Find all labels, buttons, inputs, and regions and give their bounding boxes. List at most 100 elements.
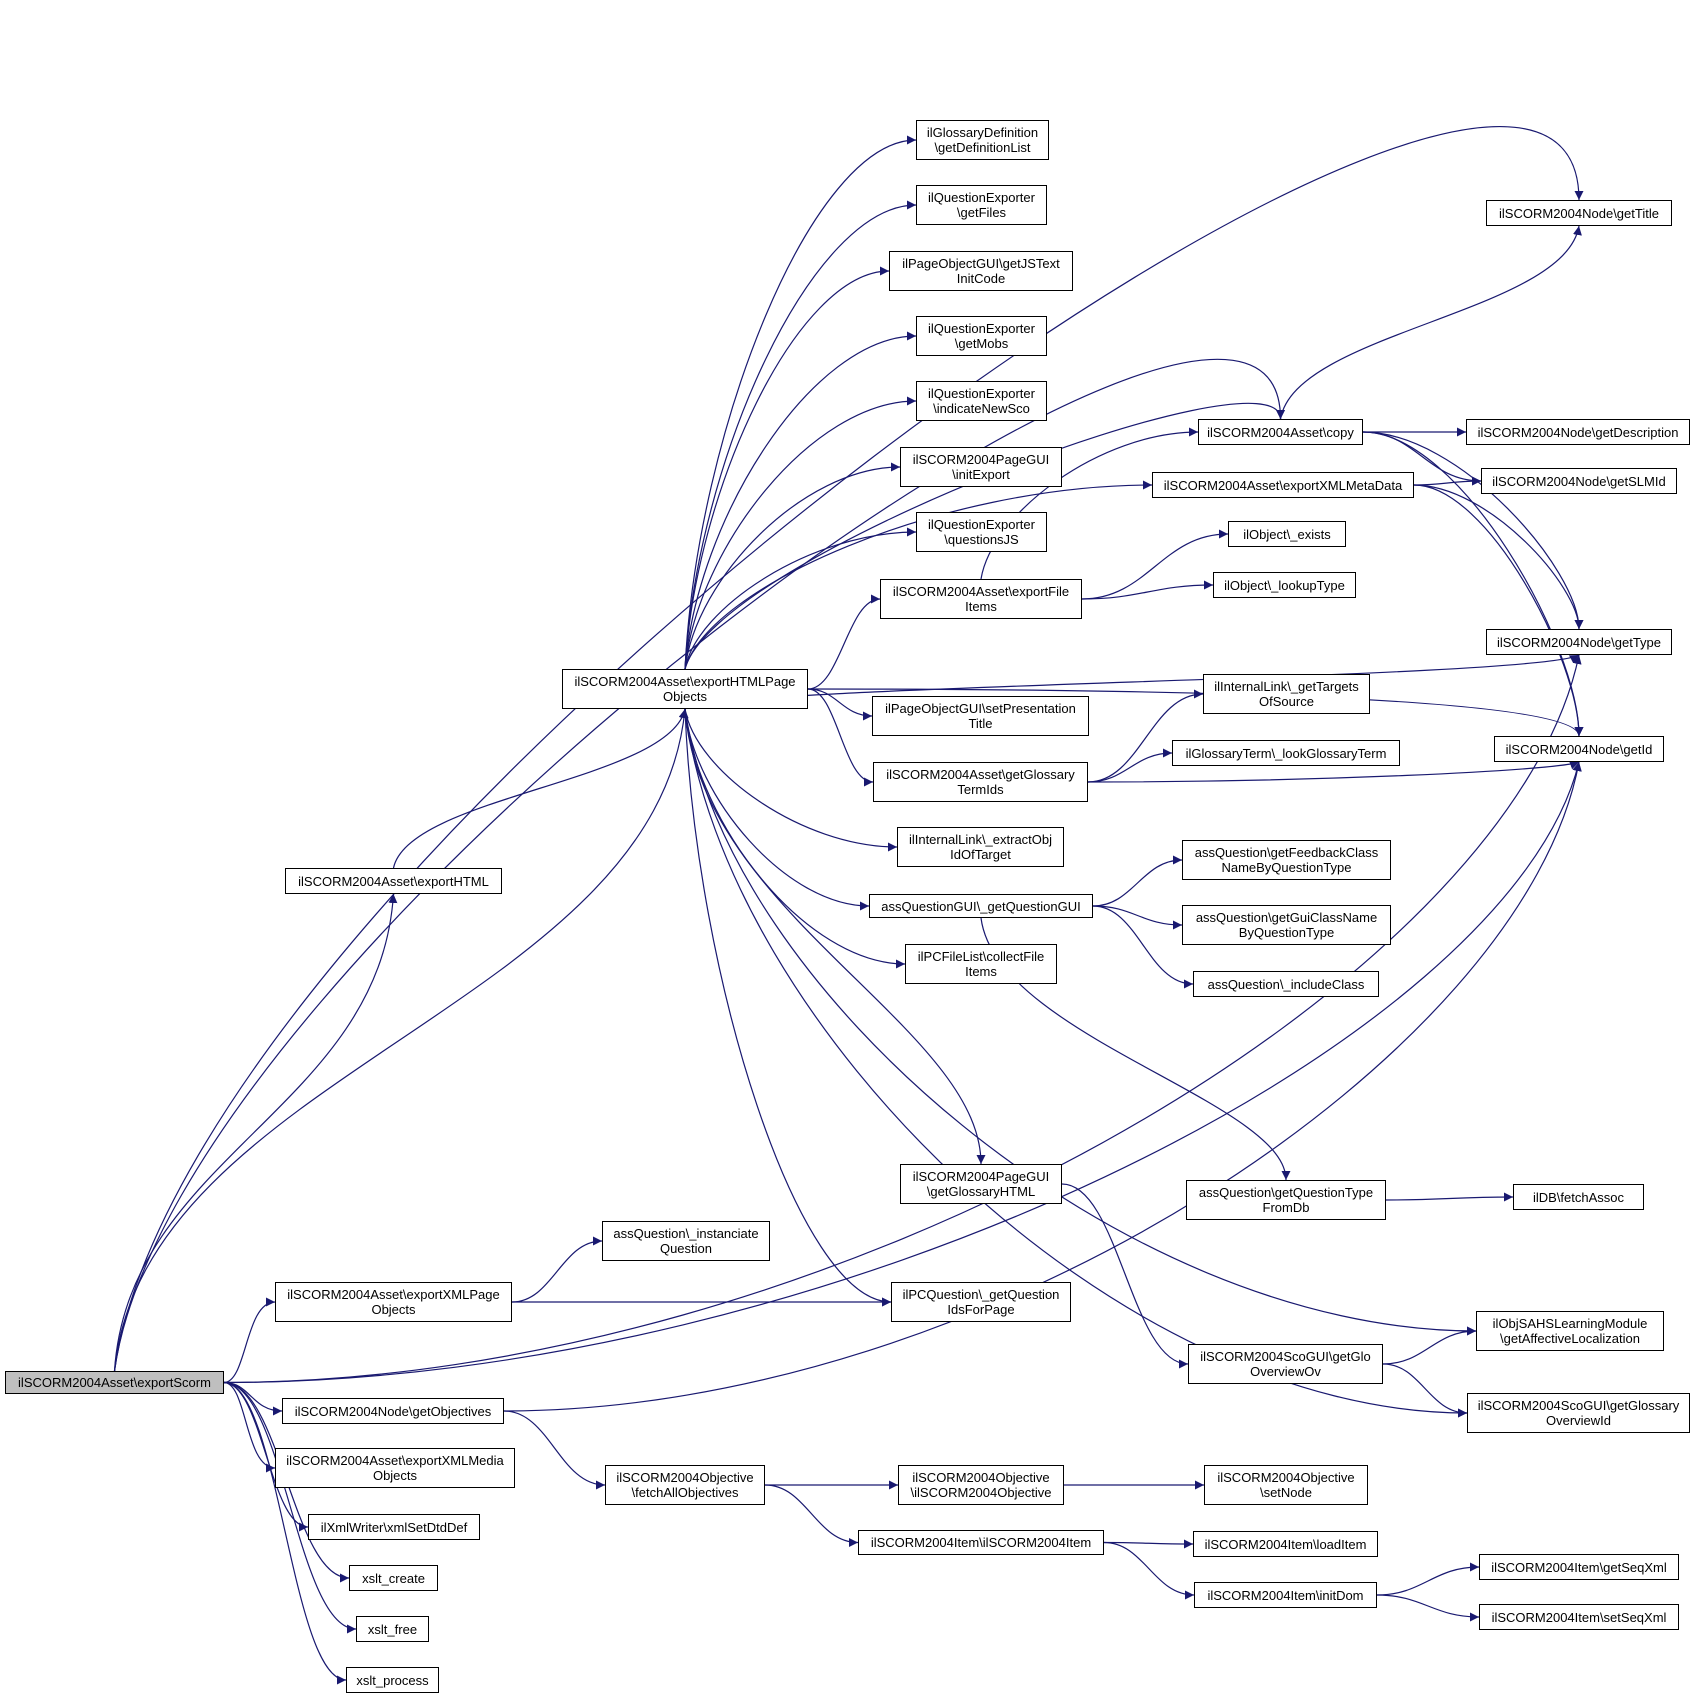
node-fetchAllObjectives[interactable]: ilSCORM2004Objective\fetchAllObjectives [605,1465,765,1505]
edge-exportHTML-to-exportHTMLPageObjects [392,708,688,869]
node-label-line: ilQuestionExporter [928,190,1035,205]
node-label-line: ilGlossaryDefinition [926,125,1039,140]
node-getId[interactable]: ilSCORM2004Node\getId [1494,736,1664,762]
node-label-line: ilSCORM2004Asset\copy [1207,424,1354,440]
node-label-line: \getFiles [956,205,1007,220]
edge-root-to-getType [223,654,1582,1384]
node-qe-getMobs[interactable]: ilQuestionExporter\getMobs [916,316,1047,356]
node-label-line: \initExport [952,467,1010,482]
node-getType[interactable]: ilSCORM2004Node\getType [1486,629,1672,655]
node-label-line: IdsForPage [947,1302,1015,1317]
node-xmlSetDtdDef[interactable]: ilXmlWriter\xmlSetDtdDef [308,1514,480,1540]
node-getDescription[interactable]: ilSCORM2004Node\getDescription [1466,419,1690,445]
node-label-line: ilPageObjectGUI\setPresentation [885,701,1076,716]
node-objCtor[interactable]: ilSCORM2004Objective\ilSCORM2004Objectiv… [898,1465,1064,1505]
node-lookupType[interactable]: ilObject\_lookupType [1213,572,1356,598]
node-pg-getGlossaryHTML[interactable]: ilSCORM2004PageGUI\getGlossaryHTML [900,1164,1062,1204]
node-label-line: ilSCORM2004Item\initDom [1207,1587,1364,1603]
edge-exportHTMLPageObjects-to-qe-getMobs [684,331,917,670]
node-label-line: assQuestion\_instanciate [613,1226,759,1241]
node-exportHTML[interactable]: ilSCORM2004Asset\exportHTML [285,868,502,894]
node-label-line: ilSCORM2004Asset\exportXMLPage [287,1287,500,1302]
node-label-line: assQuestion\getFeedbackClass [1194,845,1379,860]
node-label-line: ilQuestionExporter [928,321,1035,336]
node-qe-indicateNewSco[interactable]: ilQuestionExporter\indicateNewSco [916,381,1047,421]
edge-exportHTMLPageObjects-to-qe-indicateNewSco [684,396,917,670]
node-exportXMLMetaData[interactable]: ilSCORM2004Asset\exportXMLMetaData [1152,472,1414,498]
node-label-line: Items [965,964,997,979]
node-getAffectiveLocalization[interactable]: ilObjSAHSLearningModule\getAffectiveLoca… [1476,1311,1664,1351]
edge-exportHTMLPageObjects-to-setPresentationTitle [807,688,873,721]
node-pg-initExport[interactable]: ilSCORM2004PageGUI\initExport [900,447,1062,487]
edge-root-to-getId [223,761,1582,1384]
node-xslt-create[interactable]: xslt_create [349,1565,438,1591]
node-label-line: ilSCORM2004Asset\exportHTMLPage [574,674,796,689]
node-label-line: ilDB\fetchAssoc [1532,1189,1625,1205]
edge-exportHTMLPageObjects-to-getGlossaryTermIds [807,688,874,787]
edge-root-to-exportHTMLPageObjects [113,708,689,1372]
node-itemCtor[interactable]: ilSCORM2004Item\ilSCORM2004Item [858,1530,1104,1555]
edge-exportHTMLPageObjects-to-getQuestionIdsForPage [684,708,892,1307]
edge-exportXMLMetaData-to-getSLMId [1413,476,1482,486]
node-lookGlossaryTerm[interactable]: ilGlossaryTerm\_lookGlossaryTerm [1172,740,1400,766]
node-root[interactable]: ilSCORM2004Asset\exportScorm [5,1371,224,1394]
node-loadItem[interactable]: ilSCORM2004Item\loadItem [1193,1531,1378,1557]
edge-root-to-getTitle [113,126,1584,1372]
node-setNode[interactable]: ilSCORM2004Objective\setNode [1204,1465,1368,1505]
node-xslt-free[interactable]: xslt_free [356,1616,429,1642]
node-initDom[interactable]: ilSCORM2004Item\initDom [1194,1582,1377,1608]
node-getQuestionGUI[interactable]: assQuestionGUI\_getQuestionGUI [869,894,1093,918]
node-label-line: ilSCORM2004Asset\exportXMLMetaData [1163,477,1403,493]
node-label-line: \getMobs [954,336,1009,351]
node-label-line: TermIds [957,782,1004,797]
node-getSLMId[interactable]: ilSCORM2004Node\getSLMId [1481,468,1677,494]
node-qe-getFiles[interactable]: ilQuestionExporter\getFiles [916,185,1047,225]
node-xslt-process[interactable]: xslt_process [346,1667,439,1693]
node-label-line: ilObjSAHSLearningModule [1492,1316,1648,1331]
node-getObjectives[interactable]: ilSCORM2004Node\getObjectives [282,1398,504,1424]
node-qe-questionsJS[interactable]: ilQuestionExporter\questionsJS [916,512,1047,552]
node-setSeqXml[interactable]: ilSCORM2004Item\setSeqXml [1479,1604,1679,1630]
node-label-line: ilSCORM2004ScoGUI\getGlossary [1477,1398,1680,1413]
node-getSeqXml[interactable]: ilSCORM2004Item\getSeqXml [1479,1554,1679,1580]
edge-itemCtor-to-initDom [1103,1541,1195,1600]
node-label-line: ilQuestionExporter [928,517,1035,532]
node-label-line: Objects [371,1302,416,1317]
node-label-line: \indicateNewSco [933,401,1030,416]
node-copy[interactable]: ilSCORM2004Asset\copy [1198,419,1363,445]
node-getTitle[interactable]: ilSCORM2004Node\getTitle [1486,200,1672,226]
edge-getObjectives-to-fetchAllObjectives [503,1410,606,1490]
edge-getQuestionGUI-to-getGuiClassName [1092,905,1183,930]
node-label-line: OfSource [1259,694,1314,709]
node-label-line: ilPageObjectGUI\getJSText [902,256,1060,271]
edge-exportHTMLPageObjects-to-getJSTextInitCode [684,266,890,670]
node-fetchAssoc[interactable]: ilDB\fetchAssoc [1513,1184,1644,1210]
node-label-line: ilSCORM2004Node\getType [1496,634,1662,650]
edge-getGloOverviewOv-to-getAffectiveLocalization [1382,1326,1477,1365]
node-label-line: ilSCORM2004Objective [1217,1470,1355,1485]
node-label-line: ilObject\_exists [1243,526,1331,542]
node-label-line: ilSCORM2004Node\getId [1505,741,1653,757]
node-exists[interactable]: ilObject\_exists [1228,521,1346,547]
node-includeClass[interactable]: assQuestion\_includeClass [1193,971,1379,997]
node-label-line: ilSCORM2004Node\getSLMId [1492,473,1666,489]
node-label-line: \getDefinitionList [934,140,1031,155]
node-getDefinitionList[interactable]: ilGlossaryDefinition\getDefinitionList [916,120,1049,160]
